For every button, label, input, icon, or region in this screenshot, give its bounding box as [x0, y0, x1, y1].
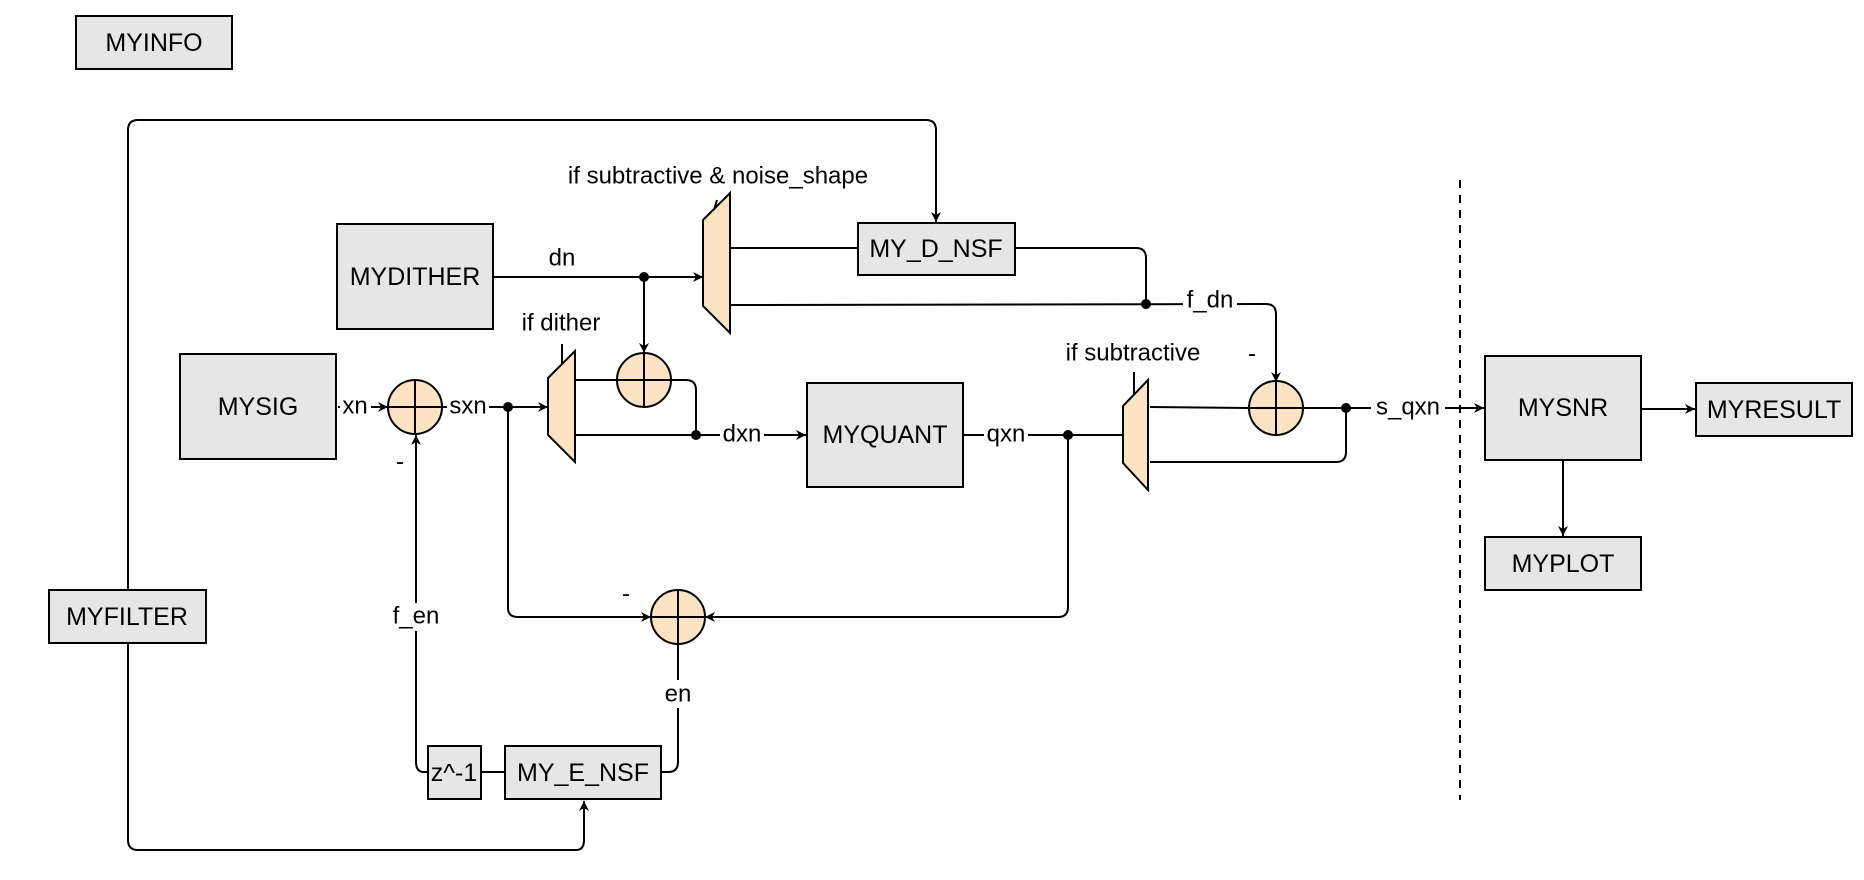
- signal-label-dxn: dxn: [723, 421, 762, 448]
- block-mydither: MYDITHER: [336, 223, 494, 330]
- block-z-inverse: z^-1: [427, 745, 482, 800]
- block-mysig: MYSIG: [179, 353, 337, 460]
- block-myinfo: MYINFO: [75, 15, 233, 70]
- mux-subtractive: [1122, 372, 1149, 493]
- junction-s-qxn: [1341, 403, 1351, 413]
- block-myplot: MYPLOT: [1484, 536, 1642, 591]
- block-myplot-label: MYPLOT: [1512, 550, 1615, 578]
- block-myinfo-label: MYINFO: [105, 29, 202, 57]
- mux-dither: [547, 344, 576, 465]
- condition-label-subtractive-noise-shape: if subtractive & noise_shape: [568, 163, 868, 190]
- block-myfilter: MYFILTER: [48, 589, 207, 644]
- block-mysig-label: MYSIG: [218, 393, 299, 421]
- wire-f-en: [411, 435, 428, 773]
- block-my-d-nsf-label: MY_D_NSF: [869, 235, 1002, 263]
- block-myquant-label: MYQUANT: [823, 421, 948, 449]
- wire-s-qxn-to-mux3: [1150, 408, 1347, 463]
- signal-label-xn: xn: [342, 393, 367, 420]
- signal-label-dn: dn: [549, 245, 576, 272]
- block-mysnr-label: MYSNR: [1518, 394, 1608, 422]
- wire-en: [661, 644, 679, 773]
- signal-label-sxn: sxn: [449, 393, 486, 420]
- block-my-e-nsf-label: MY_E_NSF: [517, 759, 649, 787]
- signal-label-s-qxn: s_qxn: [1376, 394, 1440, 421]
- block-myfilter-label: MYFILTER: [66, 603, 188, 631]
- sum-subtract: [1248, 380, 1304, 436]
- block-myresult-label: MYRESULT: [1707, 396, 1841, 424]
- wires: [127, 119, 1695, 851]
- minus-signs: - - -: [396, 341, 1256, 608]
- junction-f-dn: [1141, 299, 1151, 309]
- junction-dxn: [691, 430, 701, 440]
- block-mysnr: MYSNR: [1484, 355, 1642, 461]
- signal-label-en: en: [665, 681, 692, 708]
- condition-label-subtractive: if subtractive: [1066, 340, 1201, 367]
- junction-sxn: [503, 402, 513, 412]
- wire-dither-sum-out: [671, 379, 697, 435]
- condition-labels: if subtractive & noise_shape if dither i…: [522, 163, 1201, 367]
- sum-error: [650, 589, 706, 645]
- block-myquant: MYQUANT: [806, 382, 964, 488]
- block-my-e-nsf: MY_E_NSF: [504, 745, 662, 800]
- block-my-d-nsf: MY_D_NSF: [857, 222, 1016, 276]
- minus-sign-error-sum: -: [622, 581, 630, 608]
- minus-sign-input-sum: -: [396, 449, 404, 476]
- wire-sxn-to-error-sum: [507, 407, 651, 622]
- sum-input: [387, 379, 443, 435]
- signal-labels: dn xn sxn dxn qxn f_dn s_qxn f_en en: [340, 245, 1445, 708]
- block-mydither-label: MYDITHER: [350, 263, 481, 291]
- wire-mux3-to-sub-sum: [1149, 406, 1250, 409]
- sum-dither: [616, 352, 672, 408]
- signal-label-qxn: qxn: [987, 421, 1026, 448]
- wire-f-dn: [729, 302, 1281, 382]
- signal-label-f-en: f_en: [393, 603, 440, 630]
- block-myresult: MYRESULT: [1695, 382, 1853, 437]
- minus-sign-subtract-sum: -: [1248, 341, 1256, 368]
- block-z-inverse-label: z^-1: [431, 759, 477, 787]
- wire-d-nsf-out: [1016, 247, 1147, 304]
- junction-dn: [639, 272, 649, 282]
- signal-label-f-dn: f_dn: [1187, 287, 1234, 314]
- wire-filter-to-e-nsf: [127, 644, 589, 851]
- wire-filter-to-d-nsf: [127, 119, 941, 590]
- junction-qxn: [1063, 430, 1073, 440]
- wire-qxn-to-error-sum: [705, 435, 1069, 622]
- mux-noise-shape: [702, 190, 731, 336]
- condition-label-dither: if dither: [522, 310, 601, 337]
